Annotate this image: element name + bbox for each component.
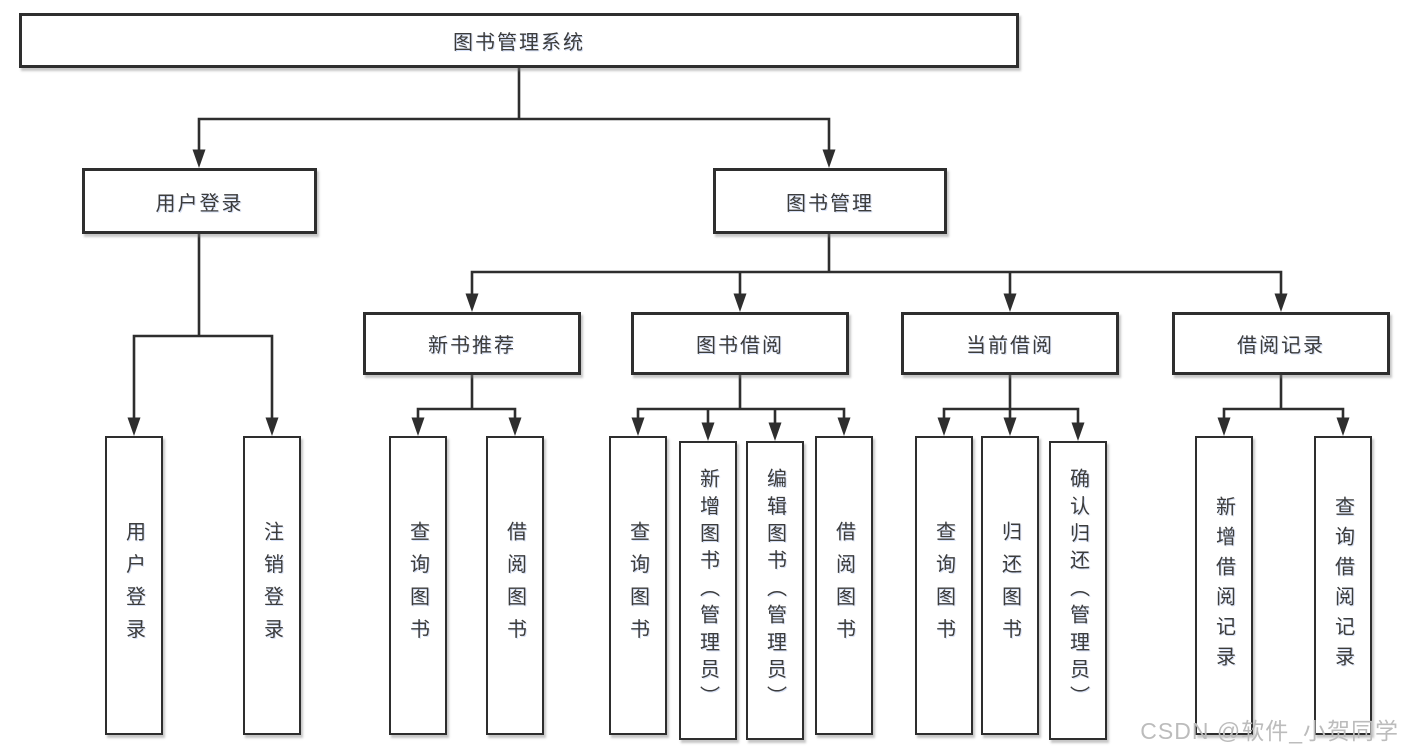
node-borrow-borrow-books: 借阅图书 bbox=[815, 436, 873, 735]
node-label: 借阅图书 bbox=[503, 520, 526, 651]
arrowheads bbox=[127, 149, 1350, 441]
node-label: 新增图书（管理员） bbox=[696, 468, 719, 713]
node-records-query-record: 查询借阅记录 bbox=[1314, 436, 1372, 735]
node-logout: 注销登录 bbox=[243, 436, 301, 735]
node-label: 编辑图书（管理员） bbox=[763, 468, 786, 713]
connector-login-to-children bbox=[132, 232, 274, 421]
node-label: 查询图书 bbox=[406, 520, 429, 651]
node-newrec-query-books: 查询图书 bbox=[389, 436, 447, 735]
node-book-borrowing: 图书借阅 bbox=[631, 312, 849, 375]
connector-borrow-to-children bbox=[636, 373, 846, 427]
node-label: 新增借阅记录 bbox=[1212, 495, 1235, 676]
connector-mgmt-to-level3 bbox=[470, 232, 1283, 298]
node-label: 新书推荐 bbox=[428, 335, 516, 357]
node-label: 用户登录 bbox=[155, 192, 244, 215]
node-library-system: 图书管理系统 bbox=[19, 13, 1019, 68]
node-book-management: 图书管理 bbox=[713, 168, 947, 234]
node-current-borrowing: 当前借阅 bbox=[901, 312, 1119, 375]
node-user-login: 用户登录 bbox=[82, 168, 317, 234]
node-borrow-query-books: 查询图书 bbox=[609, 436, 667, 735]
node-current-return-books: 归还图书 bbox=[981, 436, 1039, 735]
node-label: 用户登录 bbox=[122, 520, 145, 651]
connector-current-to-children bbox=[942, 373, 1080, 427]
watermark: CSDN @软件_小贺同学 bbox=[1140, 718, 1399, 744]
node-newrec-borrow-books: 借阅图书 bbox=[486, 436, 544, 735]
node-borrow-add-books-admin: 新增图书（管理员） bbox=[679, 441, 737, 740]
node-user-login-leaf: 用户登录 bbox=[105, 436, 163, 735]
node-label: 图书管理系统 bbox=[453, 32, 585, 54]
node-current-confirm-return-admin: 确认归还（管理员） bbox=[1049, 441, 1107, 740]
node-label: 注销登录 bbox=[260, 520, 283, 651]
node-current-query-books: 查询图书 bbox=[915, 436, 973, 735]
connector-newbook-to-children bbox=[416, 373, 517, 422]
node-new-book-recommend: 新书推荐 bbox=[363, 312, 581, 375]
node-label: 图书借阅 bbox=[696, 335, 784, 357]
node-borrow-records: 借阅记录 bbox=[1172, 312, 1390, 375]
node-label: 借阅图书 bbox=[832, 520, 855, 651]
node-label: 确认归还（管理员） bbox=[1066, 468, 1089, 713]
node-label: 归还图书 bbox=[998, 520, 1021, 651]
node-label: 查询借阅记录 bbox=[1331, 495, 1354, 676]
connector-records-to-children bbox=[1222, 373, 1345, 422]
node-records-add-record: 新增借阅记录 bbox=[1195, 436, 1253, 735]
connector-root-to-level2 bbox=[197, 66, 831, 153]
node-label: 当前借阅 bbox=[966, 335, 1054, 357]
node-label: 借阅记录 bbox=[1237, 335, 1325, 357]
node-label: 图书管理 bbox=[786, 192, 874, 215]
node-borrow-edit-books-admin: 编辑图书（管理员） bbox=[746, 441, 804, 740]
node-label: 查询图书 bbox=[626, 520, 649, 651]
node-label: 查询图书 bbox=[932, 520, 955, 651]
